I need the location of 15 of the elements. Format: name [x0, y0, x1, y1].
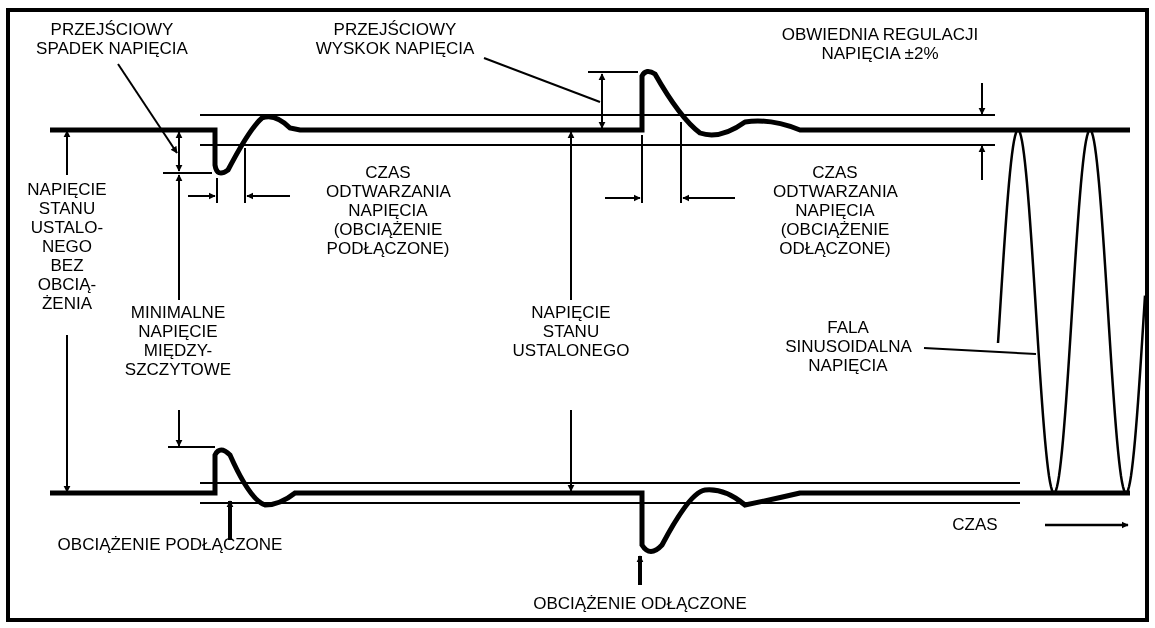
leader-line: [117, 63, 178, 154]
dimension-label: CZAS ODTWARZANIA NAPIĘCIA (OBCIĄŻENIE ODŁĄCZONE): [773, 163, 897, 258]
dimension-label: MINIMALNE NAPIĘCIE MIĘDZY- SZCZYTOWE: [124, 303, 232, 379]
dimension-label: NAPIĘCIE STANU USTALONEGO: [512, 303, 630, 360]
dimension-label: CZAS ODTWARZANIA NAPIĘCIA (OBCIĄŻENIE PODŁĄCZONE): [326, 163, 450, 258]
dimension-label: OBCIĄŻENIE ODŁĄCZONE: [533, 594, 747, 613]
leader-line: [923, 347, 1037, 355]
dimension-label: OBWIEDNIA REGULACJI NAPIĘCIA ±2%: [780, 25, 980, 63]
callout-text: FALA SINUSOIDALNA NAPIĘCIA: [785, 318, 911, 375]
callout-text: PRZEJŚCIOWY WYSKOK NAPIĘCIA: [305, 20, 485, 58]
dimension-label: OBCIĄŻENIE PODŁĄCZONE: [57, 535, 283, 554]
leader-line: [483, 57, 601, 103]
axis-label: CZAS: [952, 515, 998, 534]
callout-text: PRZEJŚCIOWY SPADEK NAPIĘCIA: [32, 20, 192, 58]
dimension-label: NAPIĘCIE STANU USTALO- NEGO BEZ OBCIĄ- ŻENIA: [27, 180, 107, 313]
